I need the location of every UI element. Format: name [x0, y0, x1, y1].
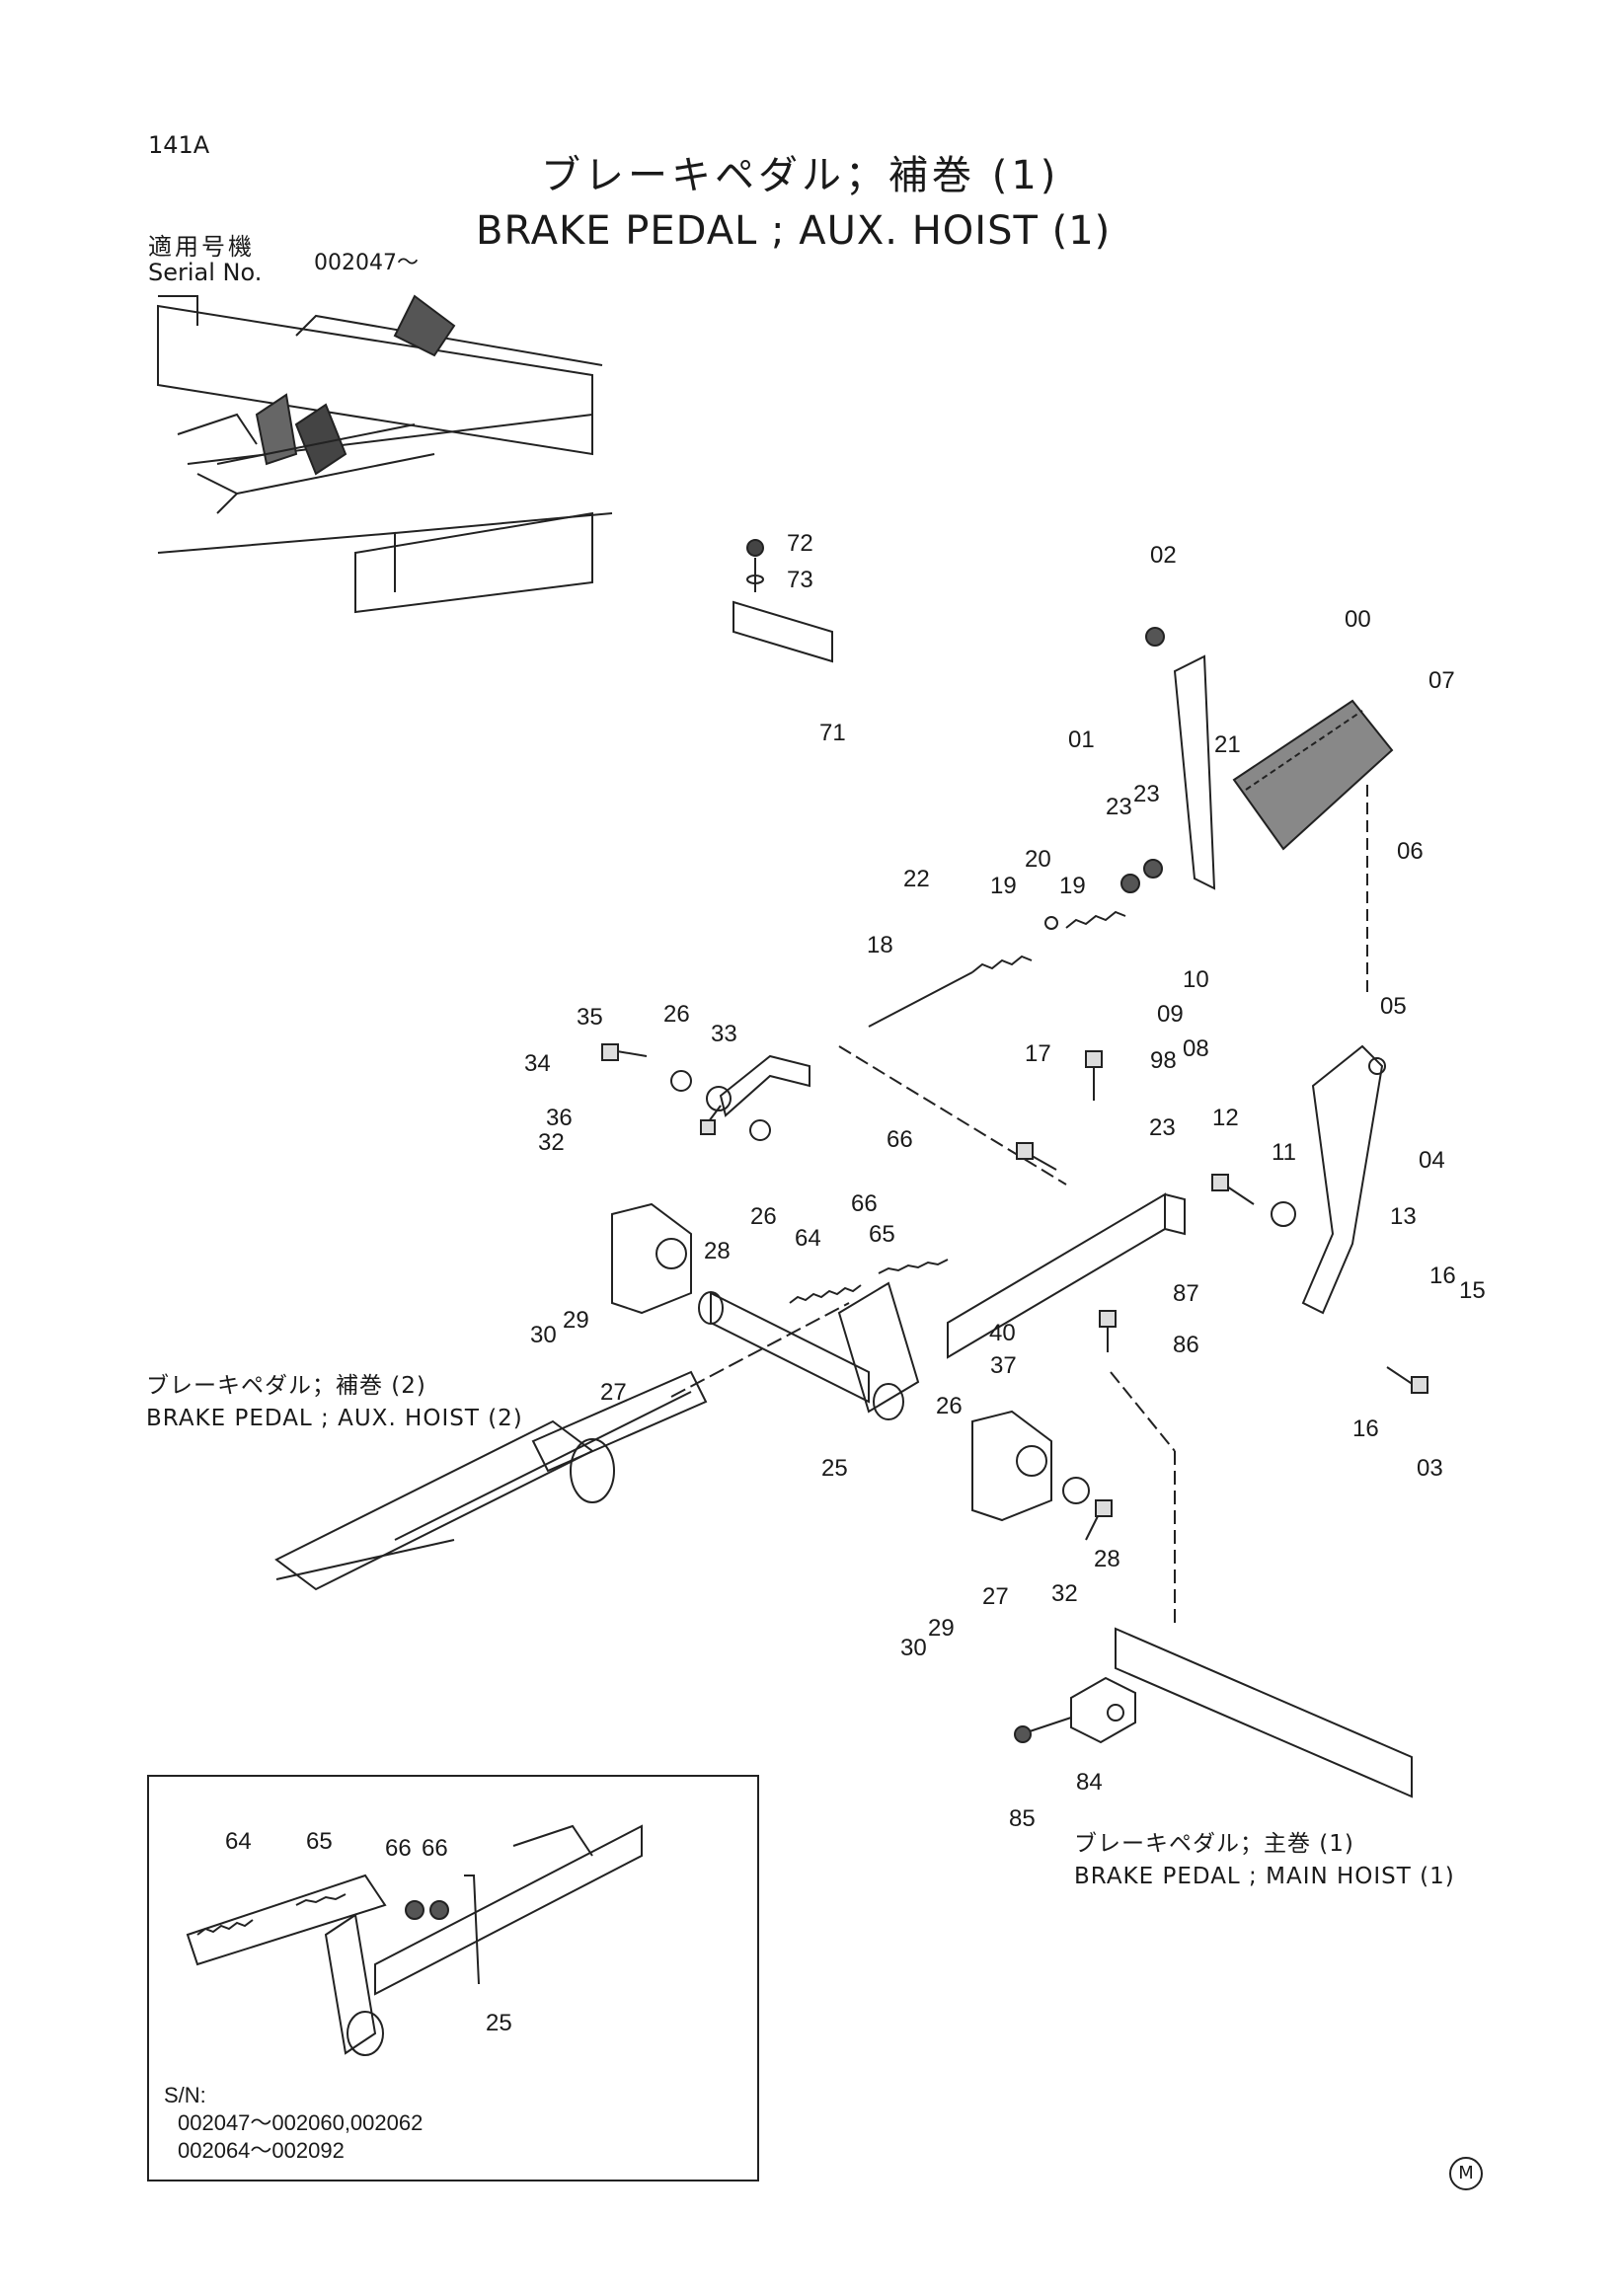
ref-aux-hoist-2-jp: ブレーキペダル；補巻 (2) [146, 1373, 426, 1399]
part-label-26: 26 [936, 1393, 963, 1419]
page-title-japanese: ブレーキペダル；補巻 (1) [541, 153, 1060, 198]
part-label-27: 27 [982, 1583, 1009, 1610]
part-label-33: 33 [711, 1021, 737, 1047]
part-label-23: 23 [1133, 781, 1160, 807]
main-frame-bar [838, 1045, 1186, 1359]
part-label-16: 16 [1429, 1263, 1456, 1289]
part-label-35: 35 [577, 1004, 603, 1031]
part-label-29: 29 [928, 1615, 955, 1642]
serial-label-japanese: 適用号機 [148, 233, 255, 261]
page-title-english: BRAKE PEDAL ; AUX. HOIST (1) [476, 208, 1112, 254]
part-label-18: 18 [867, 932, 893, 958]
part-label-73: 73 [787, 567, 813, 593]
part-label-66: 66 [422, 1835, 448, 1862]
part-label-66: 66 [887, 1126, 913, 1153]
inset-detail-box [147, 1775, 759, 2181]
part-label-26: 26 [663, 1001, 690, 1028]
inset-sn-range-2: 002064～002092 [178, 2138, 345, 2163]
pedal-lever [1145, 627, 1216, 890]
main-hoist-bar [1014, 1627, 1413, 1799]
part-label-36: 36 [546, 1105, 573, 1131]
part-label-30: 30 [900, 1635, 927, 1661]
inset-sn-range-1: 002047～002060,002062 [178, 2110, 424, 2135]
right-lever [1271, 785, 1386, 1315]
pedal-pad [1232, 699, 1394, 851]
part-label-29: 29 [563, 1307, 589, 1334]
rod-and-springs [868, 859, 1163, 1028]
part-label-65: 65 [306, 1828, 333, 1855]
part-label-11: 11 [1272, 1139, 1296, 1166]
cross-shaft [698, 1281, 920, 1420]
part-label-26: 26 [750, 1203, 777, 1230]
part-label-09: 09 [1157, 1001, 1184, 1028]
part-label-19: 19 [990, 873, 1017, 899]
part-label-10: 10 [1183, 966, 1209, 993]
part-label-28: 28 [704, 1238, 731, 1264]
part-label-64: 64 [795, 1225, 821, 1252]
part-label-04: 04 [1419, 1147, 1445, 1174]
part-label-85: 85 [1009, 1805, 1036, 1832]
part-label-01: 01 [1068, 727, 1095, 753]
part-label-66: 66 [851, 1190, 878, 1217]
ref-main-hoist-1-jp: ブレーキペダル；主巻 (1) [1074, 1831, 1354, 1857]
part-label-22: 22 [903, 866, 930, 892]
serial-number-value: 002047～ [314, 251, 419, 275]
ref-main-hoist-1-en: BRAKE PEDAL ; MAIN HOIST (1) [1074, 1864, 1455, 1889]
ref-aux-hoist-2-en: BRAKE PEDAL ; AUX. HOIST (2) [146, 1406, 523, 1431]
part-label-65: 65 [869, 1221, 895, 1248]
bearing-block-upper [611, 1202, 692, 1315]
upper-bracket [670, 1054, 810, 1141]
part-label-37: 37 [990, 1352, 1017, 1379]
part-label-72: 72 [787, 530, 813, 557]
part-label-20: 20 [1025, 846, 1051, 873]
part-label-25: 25 [821, 1455, 848, 1482]
part-label-71: 71 [819, 720, 846, 746]
inset-sn-label: S/N: [164, 2083, 206, 2107]
part-label-28: 28 [1094, 1546, 1120, 1572]
part-label-32: 32 [1051, 1580, 1078, 1607]
bearing-block-lower [971, 1410, 1090, 1522]
part-label-19: 19 [1059, 873, 1086, 899]
aux-hoist-2-assembly [274, 1302, 850, 1591]
part-label-34: 34 [524, 1050, 551, 1077]
part-label-08: 08 [1183, 1035, 1209, 1062]
part-label-17: 17 [1025, 1040, 1051, 1067]
part-label-32: 32 [538, 1129, 565, 1156]
part-label-64: 64 [225, 1828, 252, 1855]
return-spring [789, 1259, 949, 1304]
part-label-05: 05 [1380, 993, 1407, 1020]
part-label-16: 16 [1352, 1416, 1379, 1442]
part-label-66: 66 [385, 1835, 412, 1862]
serial-label-english: Serial No. [148, 259, 263, 286]
inset-drawing [186, 1824, 643, 2056]
part-label-03: 03 [1417, 1455, 1443, 1482]
cover-plate-assembly [733, 539, 833, 663]
part-label-86: 86 [1173, 1332, 1199, 1358]
part-label-23: 23 [1149, 1114, 1176, 1141]
part-label-21: 21 [1214, 731, 1241, 758]
part-label-00: 00 [1345, 606, 1371, 633]
page-number: 141A [148, 131, 210, 159]
part-label-40: 40 [989, 1320, 1016, 1346]
part-label-06: 06 [1397, 838, 1424, 865]
part-label-25: 25 [486, 2010, 512, 2036]
bolts [601, 1043, 1428, 1541]
part-label-07: 07 [1428, 667, 1455, 694]
machine-overview-illustration [157, 294, 613, 614]
symbol-m-mark: M [1449, 2157, 1483, 2190]
part-label-27: 27 [600, 1379, 627, 1406]
part-label-15: 15 [1459, 1277, 1486, 1304]
part-label-13: 13 [1390, 1203, 1417, 1230]
part-label-84: 84 [1076, 1769, 1103, 1796]
part-label-98: 98 [1150, 1047, 1177, 1074]
part-label-30: 30 [530, 1322, 557, 1348]
part-label-23: 23 [1106, 794, 1132, 820]
part-label-12: 12 [1212, 1105, 1239, 1131]
part-label-02: 02 [1150, 542, 1177, 569]
part-label-87: 87 [1173, 1280, 1199, 1307]
